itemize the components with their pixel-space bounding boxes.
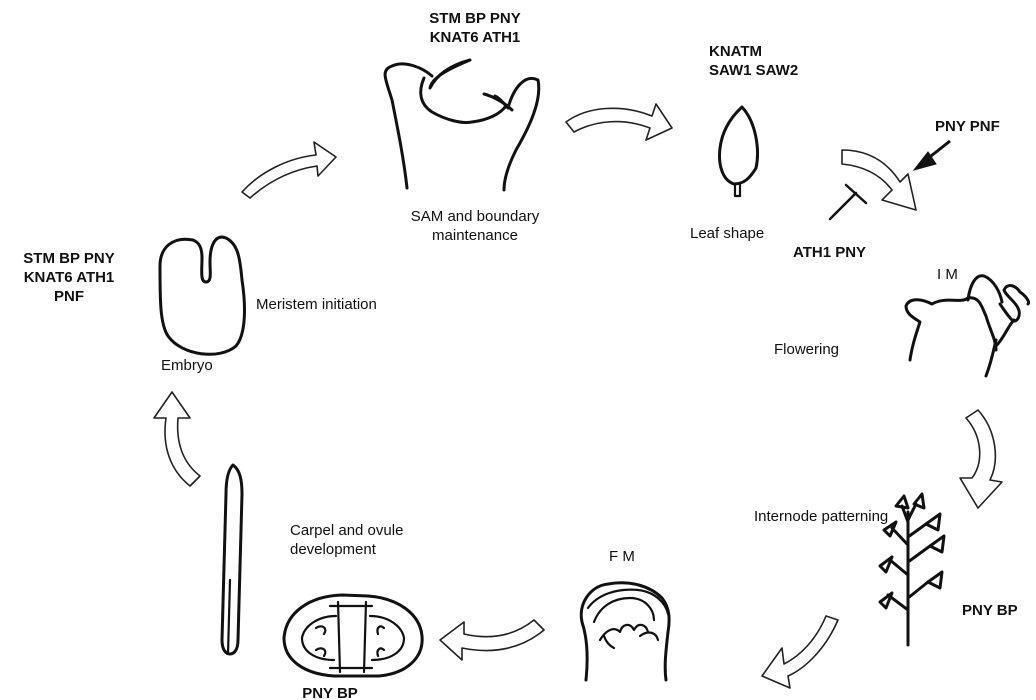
arrow-embryo-to-sam bbox=[242, 142, 336, 198]
repression-bar bbox=[830, 185, 866, 219]
genes-internode: PNY BP bbox=[962, 602, 1018, 621]
stage-sam: SAM and boundary maintenance bbox=[405, 208, 545, 246]
genes-leaf-line-2: SAW1 SAW2 bbox=[709, 62, 798, 81]
genes-embryo: STM BP PNY KNAT6 ATH1 PNF bbox=[2, 250, 136, 306]
stage-embryo: Embryo bbox=[161, 357, 213, 376]
genes-sam-line-2: KNAT6 ATH1 bbox=[400, 29, 550, 48]
arrow-sam-to-leaf bbox=[566, 104, 672, 140]
genes-sam: STM BP PNY KNAT6 ATH1 bbox=[400, 10, 550, 48]
inflorescence-meristem-shape bbox=[906, 276, 1029, 376]
stage-im: I M bbox=[937, 266, 958, 285]
genes-carpel: PNY BP bbox=[290, 685, 370, 700]
stage-sam-line-1: SAM and boundary bbox=[405, 208, 545, 227]
arrow-internode-to-fm bbox=[762, 616, 838, 688]
genes-repressor: ATH1 PNY bbox=[793, 244, 866, 263]
genes-embryo-line-2: KNAT6 ATH1 bbox=[2, 269, 136, 288]
stage-internode: Internode patterning bbox=[754, 508, 888, 527]
genes-sam-line-1: STM BP PNY bbox=[400, 10, 550, 29]
leaf-shape bbox=[720, 107, 758, 196]
genes-leaf: KNATM SAW1 SAW2 bbox=[709, 43, 798, 81]
genes-leaf-line-1: KNATM bbox=[709, 43, 798, 62]
stage-carpel-line-2: development bbox=[290, 541, 403, 560]
arrow-fm-to-carpel bbox=[440, 620, 544, 660]
arrow-im-to-internode bbox=[960, 410, 1002, 508]
stage-flowering: Flowering bbox=[774, 341, 839, 360]
arrow-silique-to-embryo bbox=[154, 392, 200, 486]
activation-arrow bbox=[914, 141, 950, 170]
stage-meristem: Meristem initiation bbox=[256, 296, 377, 315]
floral-meristem-shape bbox=[581, 583, 669, 680]
genes-activator: PNY PNF bbox=[935, 118, 1000, 137]
sam-shape bbox=[385, 60, 539, 190]
stage-fm: F M bbox=[609, 548, 635, 567]
embryo-shape bbox=[160, 237, 244, 354]
genes-embryo-line-1: STM BP PNY bbox=[2, 250, 136, 269]
arrow-leaf-to-im bbox=[842, 150, 916, 210]
stage-leaf: Leaf shape bbox=[690, 225, 764, 244]
internode-structure bbox=[880, 494, 944, 645]
genes-embryo-line-3: PNF bbox=[2, 288, 136, 307]
carpel-shape bbox=[284, 595, 422, 676]
stage-carpel: Carpel and ovule development bbox=[290, 522, 403, 560]
stage-sam-line-2: maintenance bbox=[405, 227, 545, 246]
silique-shape bbox=[222, 465, 242, 654]
stage-carpel-line-1: Carpel and ovule bbox=[290, 522, 403, 541]
